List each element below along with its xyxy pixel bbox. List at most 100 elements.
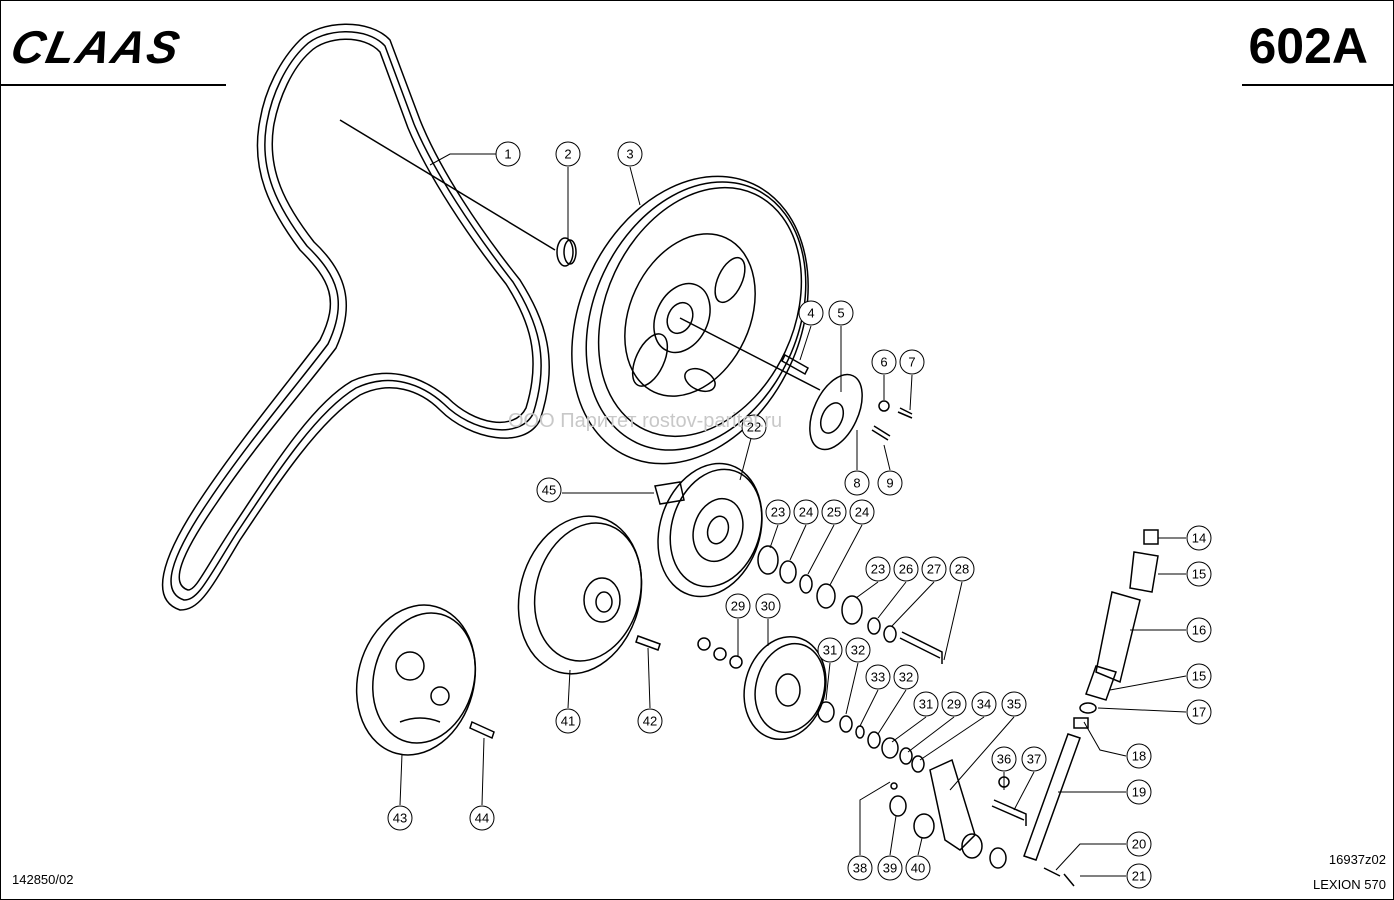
- part-37-bolt: [991, 799, 1027, 826]
- part-2-spacer: [556, 237, 577, 267]
- callout-circle: [637, 708, 663, 734]
- callout-37: 37: [1021, 746, 1047, 772]
- callout-label: 3: [626, 147, 633, 162]
- drive-belt: [161, 23, 556, 611]
- callout-circle: [1186, 525, 1212, 551]
- callout-label: 23: [871, 562, 885, 577]
- callout-29: 29: [941, 691, 967, 717]
- callout-label: 34: [977, 697, 991, 712]
- part-5-flange: [809, 373, 863, 451]
- callout-32: 32: [893, 664, 919, 690]
- header-left-rule: [0, 84, 226, 86]
- part-31b-bearing: [881, 737, 899, 759]
- callout-19: 19: [1126, 779, 1152, 805]
- part-15-sleeve: [1129, 551, 1159, 593]
- part-bush-b: [989, 847, 1007, 869]
- part-bush: [961, 833, 983, 859]
- callout-label: 2: [564, 147, 571, 162]
- callout-circle: [828, 300, 854, 326]
- callout-circle: [1186, 663, 1212, 689]
- callout-circle: [1186, 561, 1212, 587]
- callout-label: 16: [1192, 623, 1206, 638]
- callout-25: 25: [821, 499, 847, 525]
- large-pulley: [571, 175, 821, 465]
- callout-16: 16: [1186, 617, 1212, 643]
- part-23-bearing: [757, 545, 779, 575]
- callout-45: 45: [536, 477, 562, 503]
- callout-circle: [871, 349, 897, 375]
- part-23b-bearing: [841, 595, 863, 625]
- watermark-text: ООО Паритет rostov-paritet.ru: [508, 410, 783, 432]
- callout-33: 33: [865, 664, 891, 690]
- callout-2: 2: [555, 141, 581, 167]
- part-7-bolt: [897, 407, 913, 419]
- callout-30: 30: [755, 593, 781, 619]
- callout-label: 35: [1007, 697, 1021, 712]
- callout-label: 22: [747, 420, 761, 435]
- callout-circle: [617, 141, 643, 167]
- callout-5: 5: [828, 300, 854, 326]
- callout-31: 31: [817, 637, 843, 663]
- callout-circle: [941, 691, 967, 717]
- callout-24: 24: [849, 499, 875, 525]
- part-22-pulley: [657, 462, 763, 598]
- callout-circle: [1126, 831, 1152, 857]
- part-24-circlip: [779, 560, 797, 584]
- callout-22: 22: [741, 414, 767, 440]
- document-number: 142850/02: [12, 872, 74, 887]
- callout-circle: [1021, 746, 1047, 772]
- callout-circle: [798, 300, 824, 326]
- callout-circle: [905, 855, 931, 881]
- callout-circle: [821, 499, 847, 525]
- part-29b-washer: [899, 747, 913, 765]
- callout-44: 44: [469, 805, 495, 831]
- callout-41: 41: [555, 708, 581, 734]
- part-27-washer: [883, 625, 897, 643]
- part-26-washer: [867, 617, 881, 635]
- callout-label: 21: [1132, 869, 1146, 884]
- callout-31: 31: [913, 691, 939, 717]
- part-20-pin: [1043, 867, 1061, 877]
- callout-label: 24: [799, 505, 813, 520]
- part-14-nut: [1143, 529, 1159, 545]
- callout-label: 44: [475, 811, 489, 826]
- callout-label: 43: [393, 811, 407, 826]
- drawing-number: 16937z02: [1328, 852, 1386, 867]
- callout-21: 21: [1126, 863, 1152, 889]
- callout-1: 1: [495, 141, 521, 167]
- page-code: 602A: [1248, 18, 1368, 74]
- callout-circle: [469, 805, 495, 831]
- callout-circle: [555, 708, 581, 734]
- callout-circle: [844, 470, 870, 496]
- part-38-grease-nipple: [890, 782, 898, 790]
- callout-6: 6: [871, 349, 897, 375]
- part-40-bush: [913, 813, 935, 839]
- callout-label: 38: [853, 861, 867, 876]
- part-32-circlip: [839, 715, 853, 733]
- part-34-washer: [911, 755, 925, 773]
- part-18-nut: [1073, 717, 1089, 729]
- part-washer: [713, 647, 727, 661]
- part-44-key: [469, 720, 495, 740]
- part-9-screw: [871, 425, 891, 441]
- part-45-bush: [654, 481, 685, 505]
- callout-label: 1: [504, 147, 511, 162]
- callout-circle: [1186, 699, 1212, 725]
- callout-4: 4: [798, 300, 824, 326]
- callout-label: 31: [919, 697, 933, 712]
- callout-circle: [949, 556, 975, 582]
- part-35-bracket: [929, 758, 976, 851]
- callout-label: 14: [1192, 531, 1206, 546]
- callout-label: 36: [997, 752, 1011, 767]
- callout-label: 40: [911, 861, 925, 876]
- callout-7: 7: [899, 349, 925, 375]
- callout-34: 34: [971, 691, 997, 717]
- callout-label: 30: [761, 599, 775, 614]
- callout-39: 39: [877, 855, 903, 881]
- callout-label: 23: [771, 505, 785, 520]
- machine-model: LEXION 570: [1313, 877, 1386, 892]
- part-16-spring: [1095, 591, 1141, 684]
- part-24b-circlip: [816, 583, 836, 609]
- callout-label: 7: [908, 355, 915, 370]
